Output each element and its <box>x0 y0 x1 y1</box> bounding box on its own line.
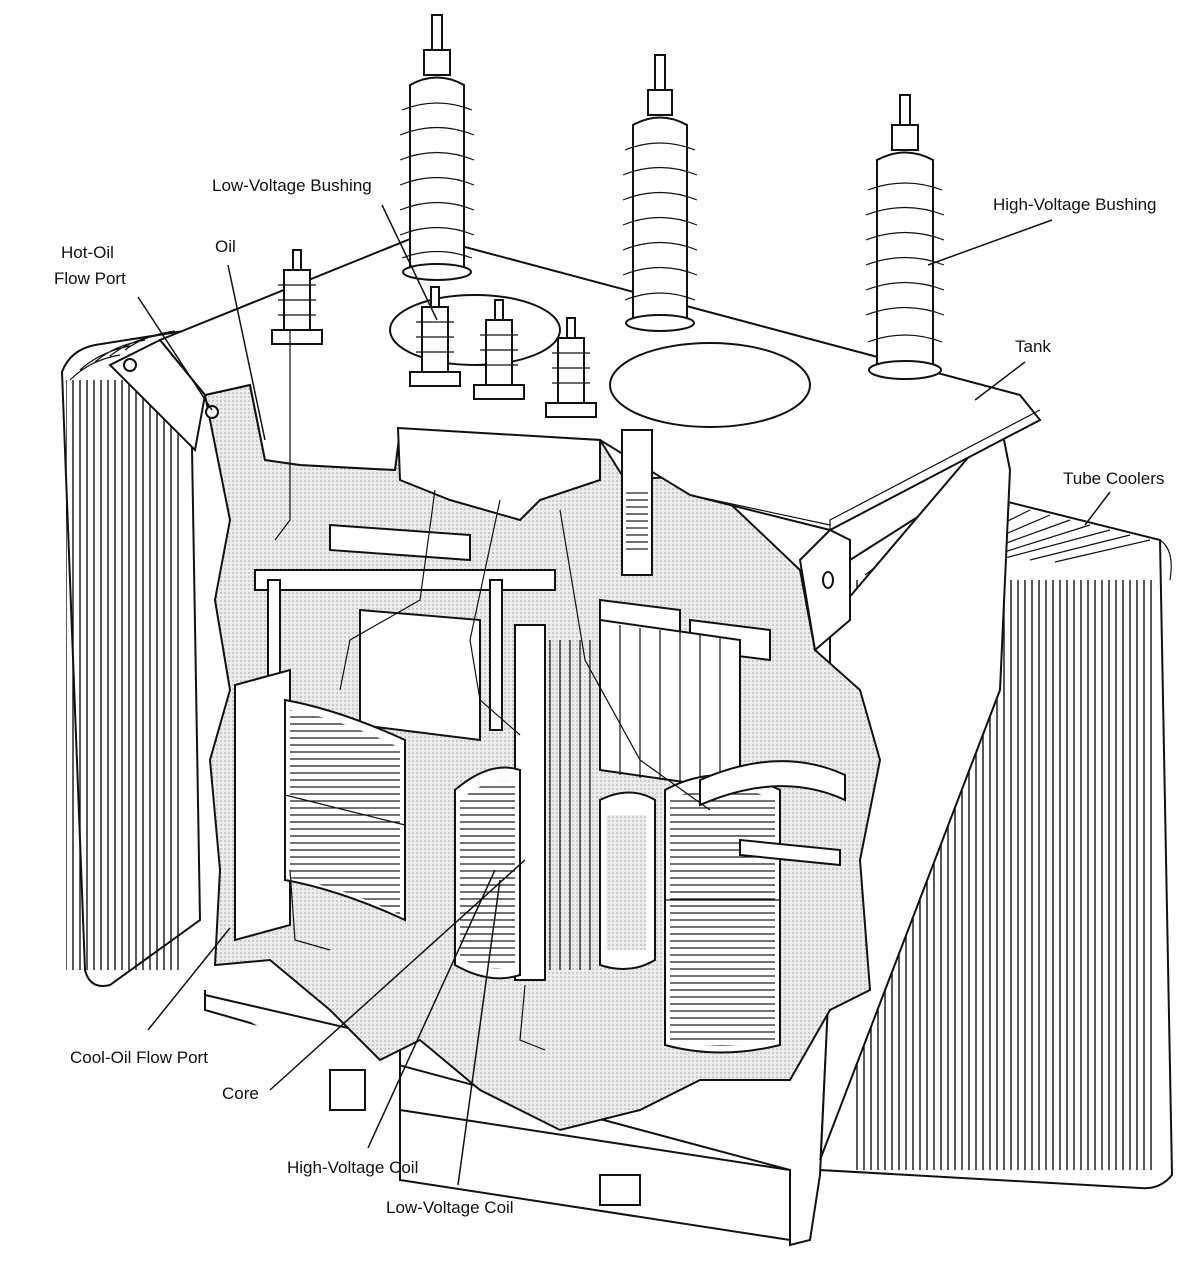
leader-high-voltage-bushing <box>927 219 1053 266</box>
core-yoke-right <box>599 618 741 792</box>
right-coil-assembly <box>664 760 846 1054</box>
right-bracket <box>798 528 851 652</box>
leader-cool-oil-flow-port <box>147 927 231 1031</box>
label-hot-oil-line1: Hot-Oil <box>61 243 114 262</box>
terminal-box <box>396 426 601 522</box>
left-coil-assembly <box>234 668 406 942</box>
low-voltage-bushing-4 <box>545 317 597 418</box>
low-voltage-bushing-3 <box>473 299 525 400</box>
label-core: Core <box>222 1084 259 1103</box>
leader-oil <box>227 264 266 441</box>
center-coil-assembly <box>454 766 656 980</box>
leader-tank <box>974 361 1026 401</box>
left-tube-cooler-bank <box>60 328 202 987</box>
label-tank: Tank <box>1015 337 1051 356</box>
lead-wires <box>274 330 711 1051</box>
leader-high-voltage-coil <box>367 869 496 1149</box>
leader-tube-coolers <box>1084 491 1111 526</box>
leader-low-voltage-bushing <box>381 204 438 321</box>
high-voltage-bushing-3 <box>865 94 945 380</box>
label-low-voltage-coil: Low-Voltage Coil <box>386 1198 514 1217</box>
callout-lines <box>137 204 1111 1186</box>
cover-ellipse-right <box>609 342 811 428</box>
leader-hot-oil-flow-port <box>137 296 213 411</box>
label-low-voltage-bushing: Low-Voltage Bushing <box>212 176 372 195</box>
low-voltage-bushing-2 <box>409 286 461 387</box>
label-tube-coolers: Tube Coolers <box>1063 469 1164 488</box>
high-voltage-bushing-2 <box>622 54 698 332</box>
labels: Low-Voltage Bushing High-Voltage Bushing… <box>54 176 1164 1217</box>
label-cool-oil-flow-port: Cool-Oil Flow Port <box>70 1048 208 1067</box>
label-high-voltage-bushing: High-Voltage Bushing <box>993 195 1157 214</box>
label-high-voltage-coil: High-Voltage Coil <box>287 1158 418 1177</box>
low-voltage-bushing-1 <box>271 249 323 345</box>
leader-low-voltage-coil <box>457 879 501 1186</box>
cover-ellipse-left <box>389 294 561 366</box>
high-voltage-bushing-1 <box>399 14 475 281</box>
label-hot-oil-line2: Flow Port <box>54 269 126 288</box>
tank-foot-right <box>599 1174 641 1206</box>
label-oil: Oil <box>215 237 236 256</box>
tank-foot-left <box>329 1069 366 1111</box>
